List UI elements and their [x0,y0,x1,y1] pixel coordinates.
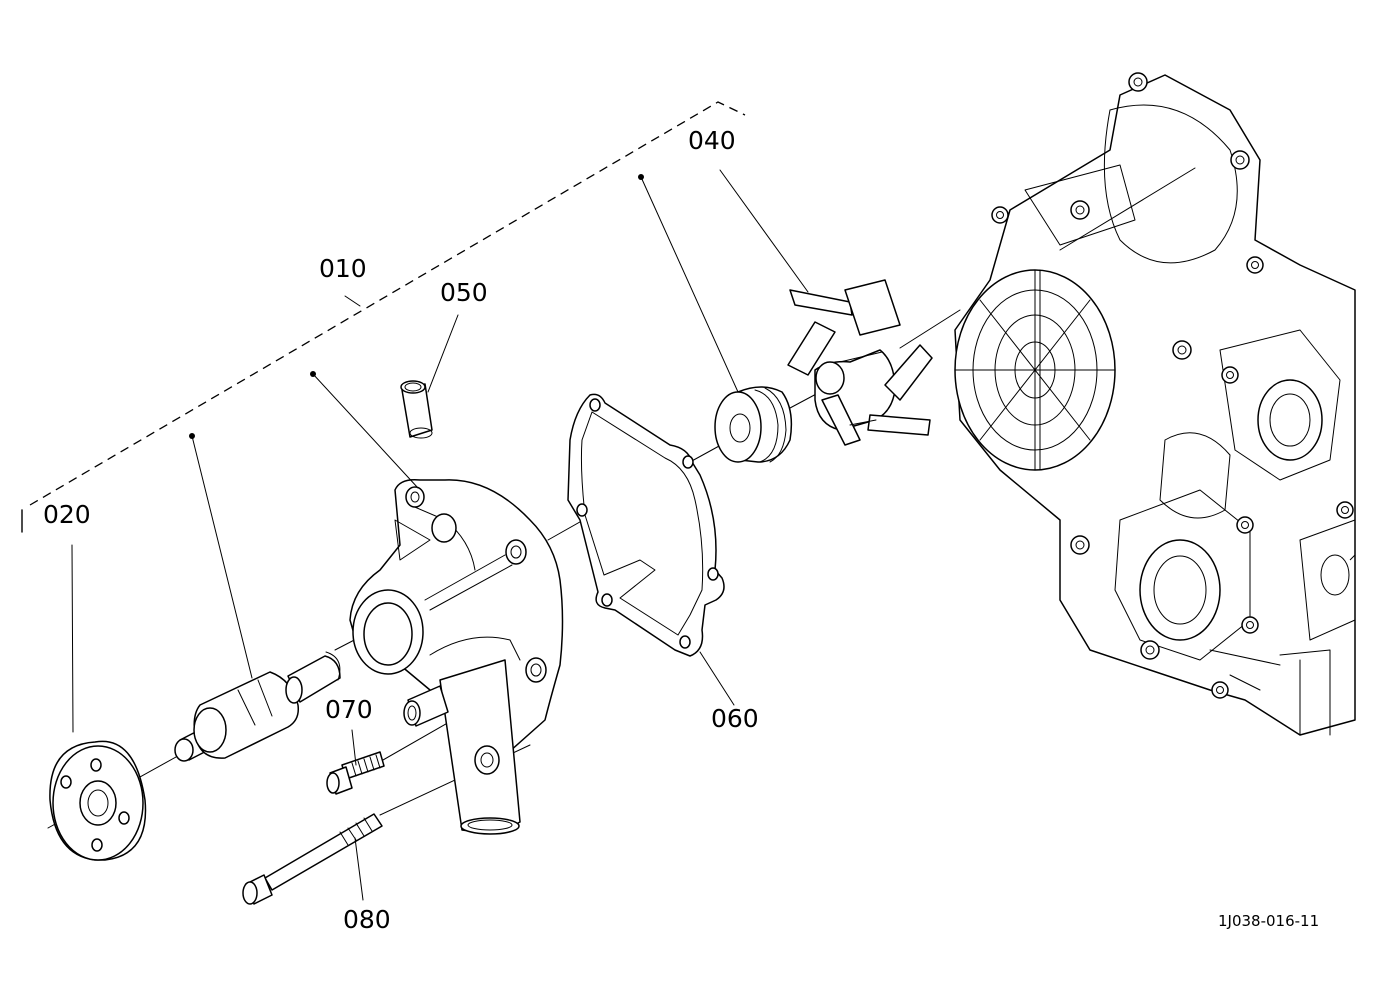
callout-040: 040 [688,126,736,155]
bolt-080 [242,813,383,905]
gear-case-housing [954,72,1356,736]
marker-dot [189,433,195,439]
shaft-bearing [174,651,341,762]
pulley-flange-020 [49,740,147,861]
sleeve-050 [400,380,433,439]
impeller-040 [787,279,933,446]
assembly-bracket-010 [21,101,746,533]
water-pump-body [349,478,564,835]
mechanical-seal [714,386,793,463]
bolt-070 [326,751,385,795]
drawing-reference: 1J038-016-11 [1218,912,1319,930]
callout-070: 070 [325,695,373,724]
marker-dot [638,174,644,180]
callout-060: 060 [711,704,759,733]
callout-020: 020 [43,500,91,529]
marker-dot [310,371,316,377]
callout-080: 080 [343,905,391,934]
leader-lines [71,169,809,901]
callout-050: 050 [440,278,488,307]
callout-010: 010 [319,254,367,283]
gasket-060 [567,393,725,657]
